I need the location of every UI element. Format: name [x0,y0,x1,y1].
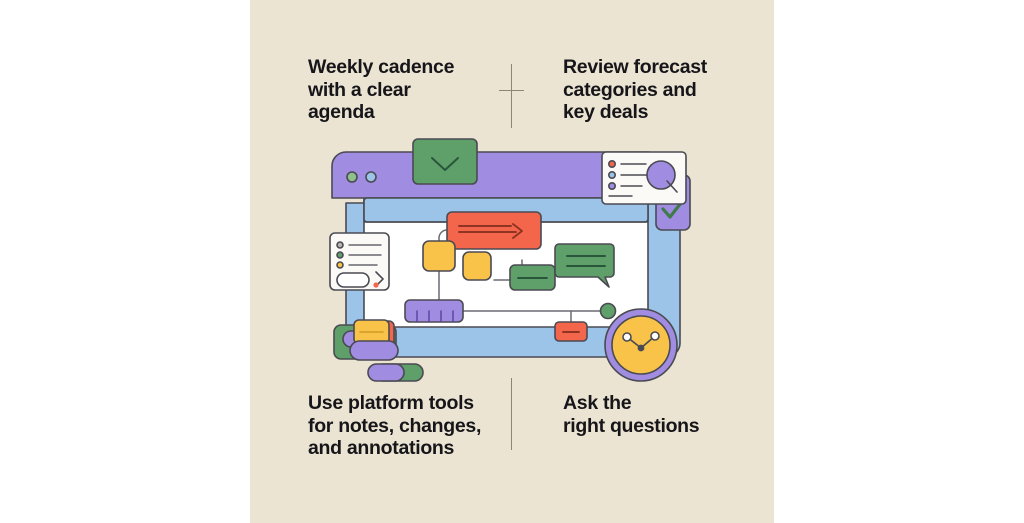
annotation-chip-cluster[interactable] [333,319,399,361]
check-icon [661,197,686,219]
forecast-bullet-orange [607,160,616,169]
caption-top-right: Review forecast categories and key deals [563,56,707,123]
notes-card[interactable] [329,232,390,291]
caption-bottom-left: Use platform tools for notes, changes, a… [308,392,482,459]
speech-bubble-lines [566,255,606,267]
yellow-node-large[interactable] [422,240,456,272]
green-speech-bubble[interactable] [554,243,615,288]
cursor-icon [373,271,384,288]
green-chevron-card-surface [412,138,478,185]
red-small-node[interactable] [554,321,588,342]
notes-bullet-green [336,251,344,259]
forecast-list-lines [608,163,650,197]
divider-bottom-vertical [511,378,513,450]
chip-pair-purple [367,363,405,382]
notes-card-pill [336,272,370,288]
divider-top-horizontal [499,90,524,92]
window-dot-green[interactable] [346,171,358,183]
line-chart-icon [622,331,660,352]
green-pill-node[interactable] [509,264,556,291]
forecast-review-illustration [329,138,691,382]
window-dot-blue[interactable] [365,171,377,183]
forecast-bullet-blue-2 [607,182,616,191]
trend-chart-badge[interactable] [604,308,678,382]
window-screen [363,197,649,328]
caption-bottom-right: Ask the right questions [563,392,700,437]
arrow-right-icon [458,223,523,239]
notes-bullet-gray [336,241,344,249]
chip-purple-large [349,340,399,361]
forecast-bullet-blue-1 [607,171,616,180]
red-arrow-block[interactable] [446,211,542,250]
timeline-bar-ticks [416,310,454,323]
notes-bullet-yellow [336,261,344,269]
caption-top-left: Weekly cadence with a clear agenda [308,56,455,123]
forecast-list-card[interactable] [601,151,687,205]
red-arrow-block-surface [446,211,542,250]
illustration-panel: Weekly cadence with a clear agenda Revie… [250,0,774,523]
magnifier-icon [646,160,678,193]
annotation-chip-pair[interactable] [367,363,424,382]
divider-top-vertical [511,64,513,128]
green-endpoint-dot[interactable] [599,302,617,320]
chevron-down-icon [431,157,459,171]
timeline-bar-surface [404,299,464,323]
purple-timeline-bar[interactable] [404,299,464,323]
yellow-node-large-surface [422,240,456,272]
yellow-node-small[interactable] [462,251,492,281]
green-chevron-card[interactable] [412,138,478,185]
notes-card-lines [348,244,382,266]
yellow-node-small-surface [462,251,492,281]
